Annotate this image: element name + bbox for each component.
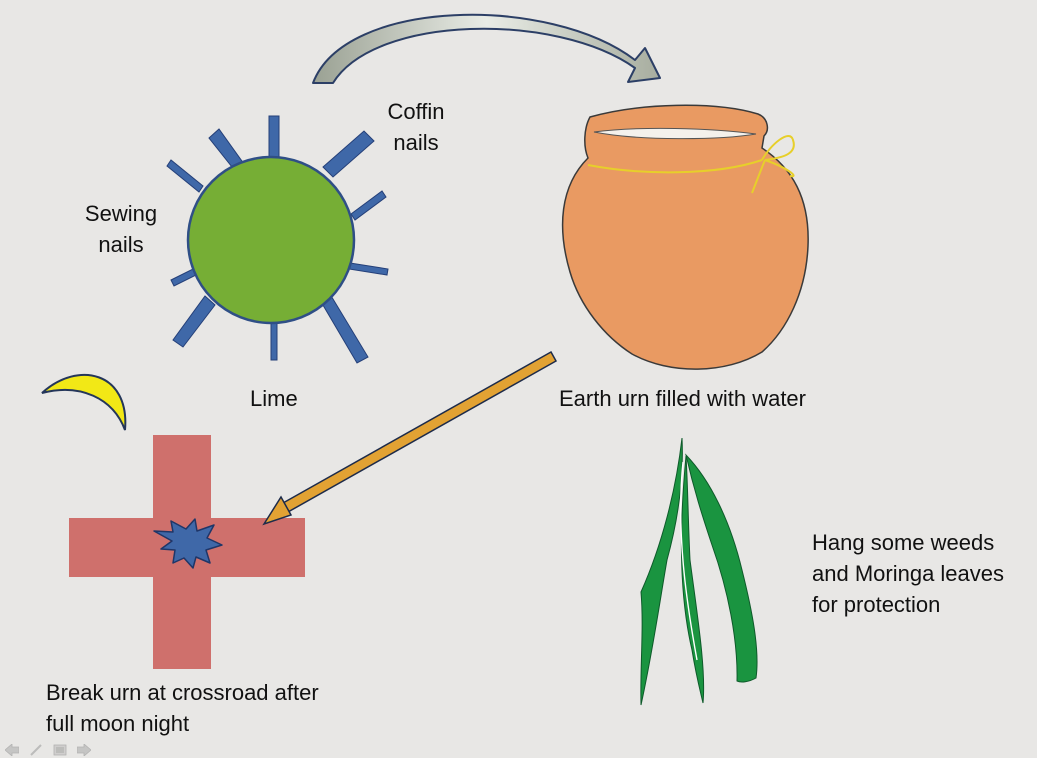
weeds-line-3: for protection bbox=[812, 592, 941, 617]
leaf bbox=[640, 437, 683, 706]
weeds-line-2: and Moringa leaves bbox=[812, 561, 1005, 586]
crescent-moon bbox=[41, 373, 127, 431]
lime-label-text: Lime bbox=[250, 386, 298, 411]
coffin-nails-line-1: Coffin bbox=[387, 99, 445, 124]
leaf bbox=[680, 455, 705, 704]
slideshow-toolbar bbox=[0, 742, 92, 758]
sewing-nail bbox=[270, 317, 278, 361]
sewing-nails-line-2: nails bbox=[98, 232, 144, 257]
forward-arrow-icon[interactable] bbox=[76, 743, 92, 757]
lime-label: Lime bbox=[250, 383, 298, 414]
sewing-nail bbox=[350, 190, 387, 221]
sewing-nail bbox=[348, 262, 389, 276]
pen-icon[interactable] bbox=[28, 743, 44, 757]
moringa-leaves bbox=[640, 437, 758, 706]
sewing-nails-label: Sewing nails bbox=[76, 198, 166, 260]
earth-urn bbox=[561, 104, 809, 370]
crossroad-line-1: Break urn at crossroad after bbox=[46, 680, 319, 705]
straight-arrow bbox=[262, 350, 558, 526]
leaf bbox=[680, 461, 698, 661]
curved-arrow bbox=[312, 13, 661, 84]
weeds-line-1: Hang some weeds bbox=[812, 530, 995, 555]
sewing-nail bbox=[166, 159, 204, 193]
urn-label: Earth urn filled with water bbox=[559, 383, 806, 414]
back-arrow-icon[interactable] bbox=[4, 743, 20, 757]
broken-urn-burst bbox=[153, 518, 223, 569]
leaf bbox=[685, 453, 758, 683]
coffin-nail bbox=[268, 115, 280, 159]
sewing-nails-line-1: Sewing bbox=[84, 201, 158, 226]
urn-string bbox=[587, 134, 795, 194]
lime-circle bbox=[186, 155, 356, 325]
coffin-nail bbox=[322, 130, 375, 178]
coffin-nail bbox=[319, 293, 369, 364]
coffin-nail bbox=[172, 295, 216, 348]
urn-label-text: Earth urn filled with water bbox=[559, 386, 806, 411]
coffin-nails-line-2: nails bbox=[393, 130, 439, 155]
coffin-nails-label: Coffin nails bbox=[373, 96, 459, 158]
weeds-label: Hang some weeds and Moringa leaves for p… bbox=[812, 527, 1004, 620]
urn-mouth bbox=[593, 127, 757, 140]
crossroad-label: Break urn at crossroad after full moon n… bbox=[46, 677, 319, 739]
crossroad-line-2: full moon night bbox=[46, 711, 190, 736]
menu-icon[interactable] bbox=[52, 743, 68, 757]
urn-body bbox=[561, 104, 809, 370]
